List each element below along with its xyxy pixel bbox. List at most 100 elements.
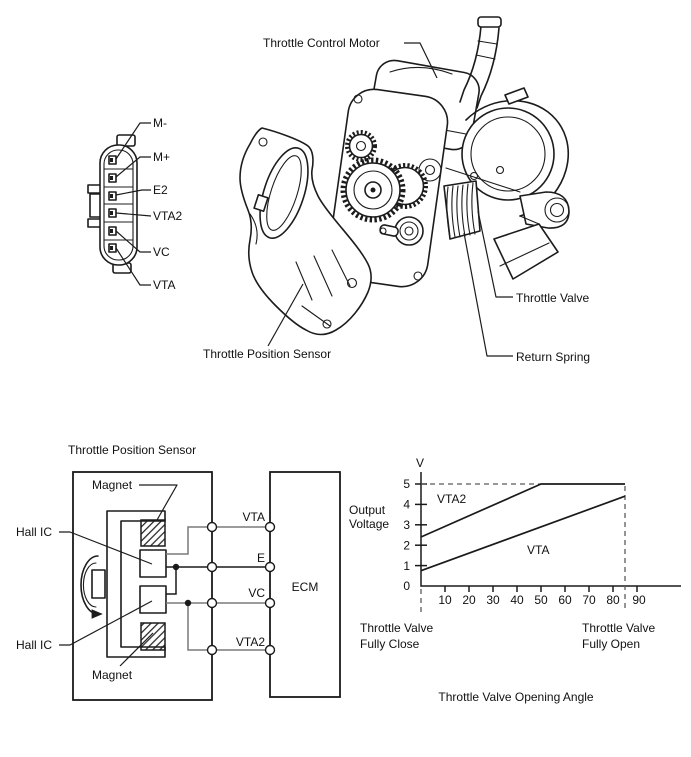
fully-open-label-line2: Fully Open [582,637,640,651]
pin-label-m-plus: M+ [153,150,170,164]
body-casting-line [445,167,521,193]
fully-open-label-line1: Throttle Valve [582,621,655,635]
connector-outer-shell [99,144,138,266]
vacuum-nipple [504,87,529,105]
x-tick-90: 90 [632,593,646,607]
x-tick-30: 30 [486,593,500,607]
hall-ic-top-leader [59,531,153,565]
sensor-circuit-diagram: Throttle Position Sensor ECM [16,443,341,701]
terminal-label-e: E [257,551,265,565]
rotation-arrow [80,555,103,619]
throttle-bore-outer [461,107,555,201]
vta-wire [166,526,265,555]
hall-ic-bottom-leader [59,600,153,646]
vacuum-hose [459,16,502,109]
x-tick-20: 20 [462,593,476,607]
x-axis-ticks [444,586,638,592]
terminal-label-vta: VTA [243,510,265,524]
hall-ic-top-label: Hall IC [16,525,52,539]
plate-mount-hole [418,158,442,182]
plate-mount-hole-inner [424,164,436,176]
return-spring-coil [443,180,481,240]
throttle-body-assembly-drawing: Throttle Control Motor Throttle Position… [203,16,590,364]
ecm-label: ECM [292,580,319,594]
y-unit-label: V [416,456,424,470]
x-tick-60: 60 [558,593,572,607]
circuit-title: Throttle Position Sensor [68,443,196,457]
junction-dot [172,563,180,571]
y-tick-4: 4 [403,498,410,512]
vta2-curve [420,483,625,538]
fully-close-label-line1: Throttle Valve [360,621,433,635]
ylabel-line1: Output [349,503,386,517]
vta2-series-label: VTA2 [437,492,466,506]
output-voltage-chart: V 5 4 3 2 1 0 10 20 30 40 50 60 70 80 90… [349,456,681,704]
magnet-top-leader [139,484,178,521]
fully-close-label-line2: Fully Close [360,637,420,651]
connector-left-tab [87,184,102,194]
connector-inner-shell [103,149,134,261]
connector-cavity-dividers [103,168,134,241]
junction-dot [184,599,192,607]
y-tick-3: 3 [403,518,410,532]
motor-leader-line [404,42,438,79]
vta-curve [420,495,626,572]
connector-pinout-diagram: M- M+ E2 VTA2 VC VTA [87,116,182,292]
sensor-cover-ribs [249,213,351,327]
return-spring-label: Return Spring [516,350,590,364]
connector-left-tab [87,218,102,228]
throttle-bore-inner [470,116,546,192]
throttle-control-motor-label: Throttle Control Motor [263,36,380,50]
pin-label-vta: VTA [153,278,175,292]
pin-label-vc: VC [153,245,170,259]
y-tick-5: 5 [403,477,410,491]
throttle-valve-label: Throttle Valve [516,291,589,305]
ecm-box [269,471,341,698]
magnet-top [140,519,166,547]
hall-ic-bottom [139,585,167,614]
chart-x-title: Throttle Valve Opening Angle [438,690,594,704]
sensor-cover [239,127,372,336]
plate-bolt-hole [413,271,423,281]
x-tick-80: 80 [606,593,620,607]
throttle-position-sensor-label: Throttle Position Sensor [203,347,331,361]
x-tick-40: 40 [510,593,524,607]
magnet-bottom-leader [119,632,154,667]
rotation-arrow-inner [82,562,97,608]
pin-label-e2: E2 [153,183,168,197]
e-branch-wire [166,567,177,595]
x-tick-50: 50 [534,593,548,607]
spring-leader-line [463,232,513,357]
ylabel-line2: Voltage [349,517,389,531]
magnet-bottom [140,622,166,651]
valve-leader-line [477,210,513,298]
x-tick-70: 70 [582,593,596,607]
hall-ic-bottom-label: Hall IC [16,638,52,652]
y-tick-2: 2 [403,539,410,553]
vta-series-label: VTA [527,543,549,557]
chart-axes [420,472,681,587]
y-tick-1: 1 [403,559,410,573]
vta2-wire [187,603,265,651]
sensor-leader-line [267,283,304,347]
magnet-top-label: Magnet [92,478,133,492]
pin-label-vta2: VTA2 [153,209,182,223]
terminal-label-vc: VC [248,586,265,600]
throttle-body-illustration: M- M+ E2 VTA2 VC VTA [87,16,590,364]
x-tick-10: 10 [438,593,452,607]
terminal-label-vta2: VTA2 [236,635,265,649]
hall-ic-top [139,549,167,578]
pin-label-m-minus: M- [153,116,167,130]
plate-bolt-hole [353,94,363,104]
reduction-gears [340,130,428,246]
sensor-shaft [91,569,106,599]
motor-top-line [389,66,453,75]
magnet-bottom-label: Magnet [92,668,133,682]
connector-pin-leader-lines [115,122,152,286]
y-tick-0: 0 [403,579,410,593]
body-bolt [469,171,479,181]
terminal-circles [206,521,276,656]
mounting-bracket [493,191,570,280]
